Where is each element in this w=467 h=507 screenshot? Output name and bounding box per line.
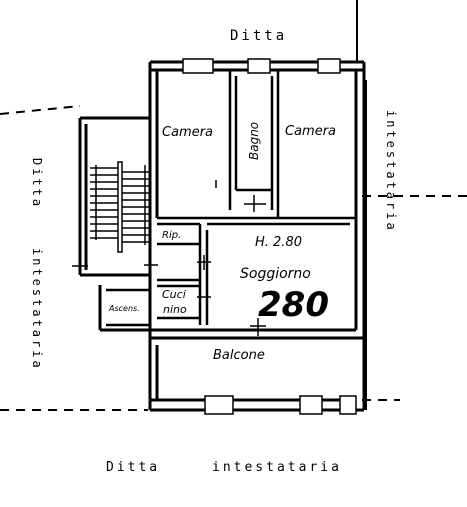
room-label-rip: Rip. xyxy=(162,230,181,241)
room-label-cucinino-2: nino xyxy=(163,303,187,316)
neighbor-label-top: Ditta xyxy=(230,28,287,44)
neighbor-label-bottom-right: intestataria xyxy=(212,460,342,475)
room-label-balcone: Balcone xyxy=(213,348,265,363)
room-label-camera-right: Camera xyxy=(285,124,336,139)
staircase xyxy=(90,161,150,253)
door-markers xyxy=(72,180,266,336)
neighbor-label-right: intestataria xyxy=(384,110,398,233)
openings xyxy=(182,58,357,415)
room-label-cucinino-1: Cuci xyxy=(162,288,186,301)
room-label-small: Ascens. xyxy=(108,304,140,313)
property-boundaries xyxy=(0,0,467,411)
room-label-camera-left: Camera xyxy=(162,125,213,140)
neighbor-label-left-bottom: intestataria xyxy=(30,248,44,371)
neighbor-label-bottom-left: Ditta xyxy=(106,460,160,475)
room-height-label: H. 2.80 xyxy=(255,235,302,250)
room-label-soggiorno: Soggiorno xyxy=(240,266,311,282)
room-label-bagno: Bagno xyxy=(247,122,261,160)
handwritten-height: 280 xyxy=(258,285,329,325)
neighbor-label-left-top: Ditta xyxy=(30,158,44,209)
interior-walls xyxy=(106,70,356,327)
